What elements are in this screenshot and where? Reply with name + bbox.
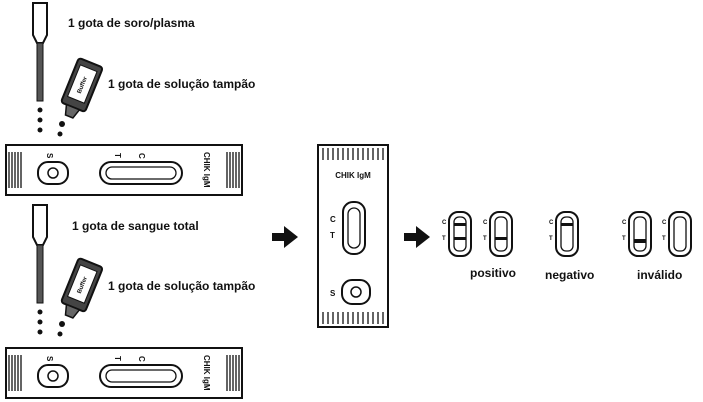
svg-text:T: T	[442, 236, 446, 242]
sample-mark: S	[330, 289, 336, 298]
control-mark: C	[137, 356, 146, 362]
test-mark: T	[113, 356, 122, 361]
test-mark: T	[113, 153, 122, 158]
control-mark: C	[330, 215, 336, 224]
test-mark: T	[330, 231, 335, 240]
svg-text:T: T	[549, 236, 553, 242]
serum-drop-label: 1 gota de soro/plasma	[68, 16, 195, 30]
result-window-invalid: CT	[622, 211, 652, 257]
invalid-label: inválido	[637, 268, 682, 282]
dropper-icon	[32, 2, 48, 133]
svg-text:C: C	[622, 220, 627, 226]
buffer-bottle-icon: Buffer	[60, 57, 104, 119]
test-cassette-vertical: CHIK IgM C T S	[317, 144, 389, 328]
svg-text:T: T	[622, 236, 626, 242]
cassette-title: CHIK IgM	[202, 152, 211, 188]
dropper-icon	[32, 204, 48, 335]
test-cassette-horizontal: S T C CHIK IgM	[5, 144, 243, 196]
result-window-negative: CT	[549, 211, 579, 257]
svg-text:T: T	[662, 236, 666, 242]
positive-label: positivo	[470, 266, 516, 280]
svg-text:T: T	[483, 236, 487, 242]
svg-text:C: C	[483, 220, 488, 226]
buffer-drop-label-1: 1 gota de solução tampão	[108, 77, 255, 91]
buffer-bottle-icon: Buffer	[60, 257, 104, 319]
arrow-right-icon	[404, 226, 430, 248]
sample-mark: S	[45, 153, 54, 159]
result-window-invalid: CT	[662, 211, 692, 257]
result-window-positive: CT	[483, 211, 513, 257]
control-mark: C	[137, 153, 146, 159]
svg-text:C: C	[662, 220, 667, 226]
sample-mark: S	[45, 356, 54, 362]
arrow-right-icon	[272, 226, 298, 248]
svg-text:C: C	[442, 220, 447, 226]
negative-label: negativo	[545, 268, 594, 282]
test-cassette-horizontal: S T C CHIK IgM	[5, 347, 243, 399]
svg-text:C: C	[549, 220, 554, 226]
blood-drop-label: 1 gota de sangue total	[72, 219, 199, 233]
cassette-title: CHIK IgM	[202, 355, 211, 391]
buffer-drop-label-2: 1 gota de solução tampão	[108, 279, 255, 293]
result-window-positive: CT	[442, 211, 472, 257]
cassette-title: CHIK IgM	[335, 171, 371, 180]
